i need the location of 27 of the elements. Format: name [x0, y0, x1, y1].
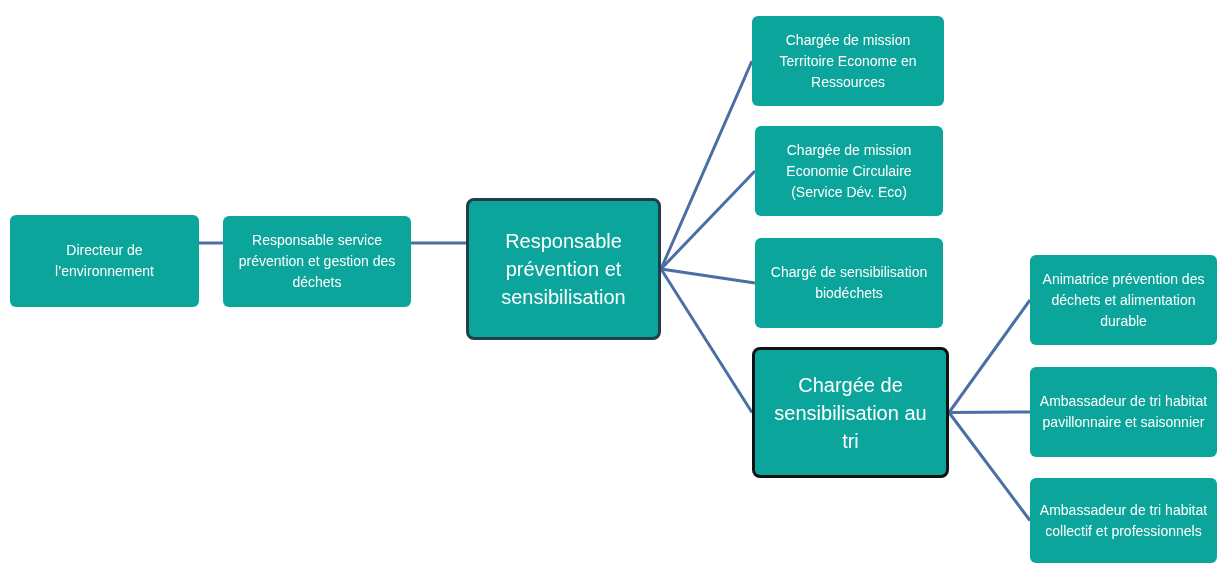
connector-line: [947, 299, 1032, 414]
role-box: [1030, 367, 1217, 457]
role-title: Responsable service prévention et gestion des déchets: [237, 231, 397, 292]
role-title: Chargée de mission Economie Circulaire (Service Dév. Eco): [785, 140, 913, 202]
role-title: Ambassadeur de tri habitat pavillonnaire et saisonnier: [1038, 392, 1209, 432]
role-box: [466, 198, 661, 340]
connector-line: [199, 241, 223, 245]
role-title: Responsable prévention et sensibilisation: [500, 229, 627, 310]
role-title: Chargée de sensibilisation au tri: [773, 372, 928, 454]
role-box: [1030, 478, 1217, 563]
role-box: [10, 215, 199, 307]
connector-line: [660, 267, 756, 285]
role-box: [755, 126, 943, 216]
role-box: [752, 347, 949, 478]
role-box: [223, 216, 411, 307]
connector-line: [947, 411, 1032, 522]
role-box: [752, 16, 944, 106]
connector-line: [411, 241, 466, 245]
role-title: Ambassadeur de tri habitat collectif et professionnels: [1038, 500, 1209, 541]
role-box: [755, 238, 943, 328]
connector-line: [949, 410, 1030, 414]
role-title: Chargée de mission Territoire Econome en Ressources: [778, 30, 918, 92]
connector-line: [659, 268, 754, 414]
role-title: Chargé de sensibilisation biodéchets: [769, 263, 929, 303]
role-title: Directeur de l’environnement: [54, 241, 155, 281]
role-title: Animatrice prévention des déchets et alimentation durable: [1041, 269, 1206, 331]
role-box: [1030, 255, 1217, 345]
